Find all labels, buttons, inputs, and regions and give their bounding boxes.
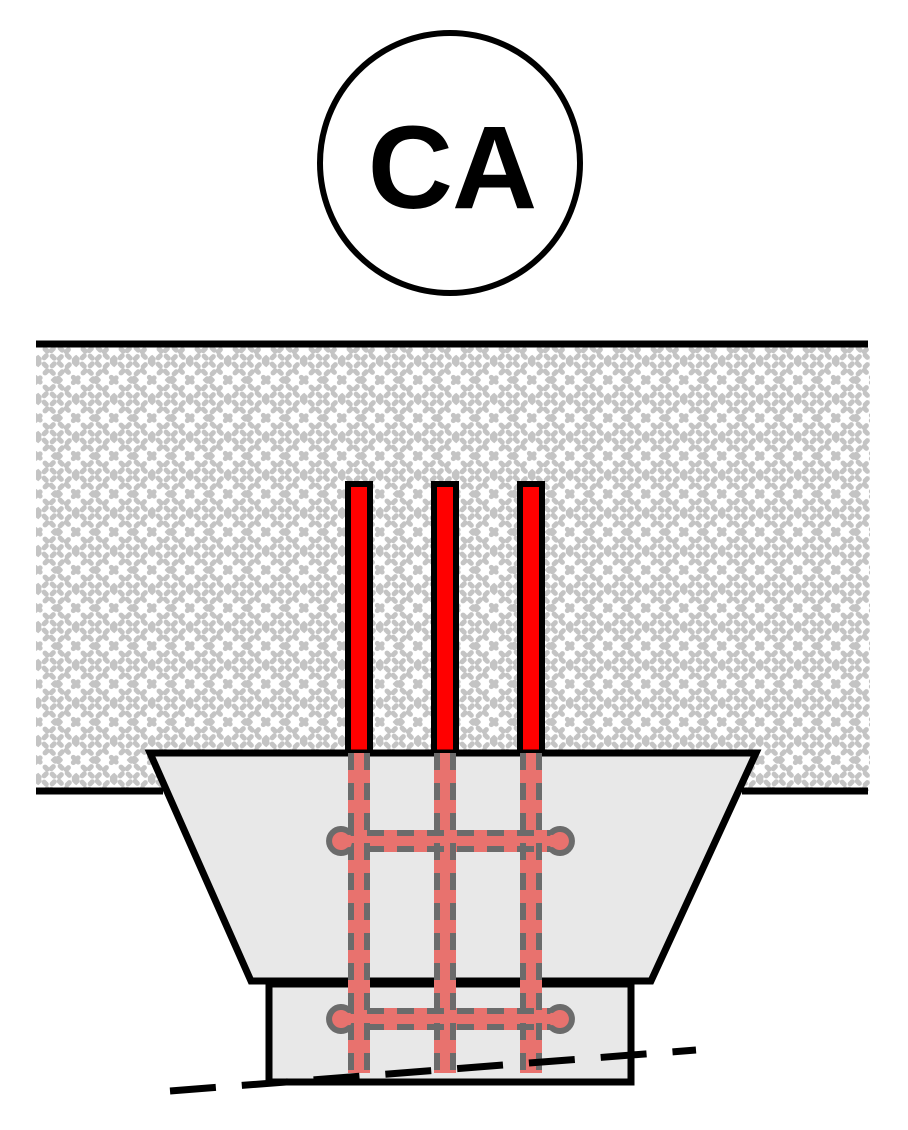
lower-tie-hook-left bbox=[326, 1004, 352, 1034]
upper-tie-hook-left bbox=[326, 826, 352, 856]
lower-tie-hook-right bbox=[549, 1004, 575, 1034]
break-line-group bbox=[169, 1046, 697, 1095]
lower-tie-bar-fill bbox=[337, 1008, 564, 1030]
tie-bar-hooks bbox=[326, 826, 575, 1034]
exposed-starter-bars bbox=[345, 481, 545, 759]
callout-bubble: CA bbox=[317, 30, 583, 296]
callout-circle bbox=[317, 30, 583, 296]
starter-bar-1-exposed bbox=[345, 481, 373, 759]
callout-label: CA bbox=[368, 102, 536, 234]
embedded-reinforcement bbox=[337, 753, 564, 1073]
embedded-horizontal-bars bbox=[337, 830, 564, 1030]
horizontal-bar-hidden-edges bbox=[337, 830, 564, 1030]
upper-tie-bar-fill bbox=[337, 830, 564, 852]
starter-bar-2-exposed bbox=[431, 481, 459, 759]
vertical-bar-hidden-edges bbox=[348, 753, 542, 1073]
starter-bar-3-exposed bbox=[517, 481, 545, 759]
grade-lines bbox=[36, 340, 868, 795]
upper-tie-hook-right bbox=[549, 826, 575, 856]
break-line-dashed bbox=[169, 1046, 697, 1095]
